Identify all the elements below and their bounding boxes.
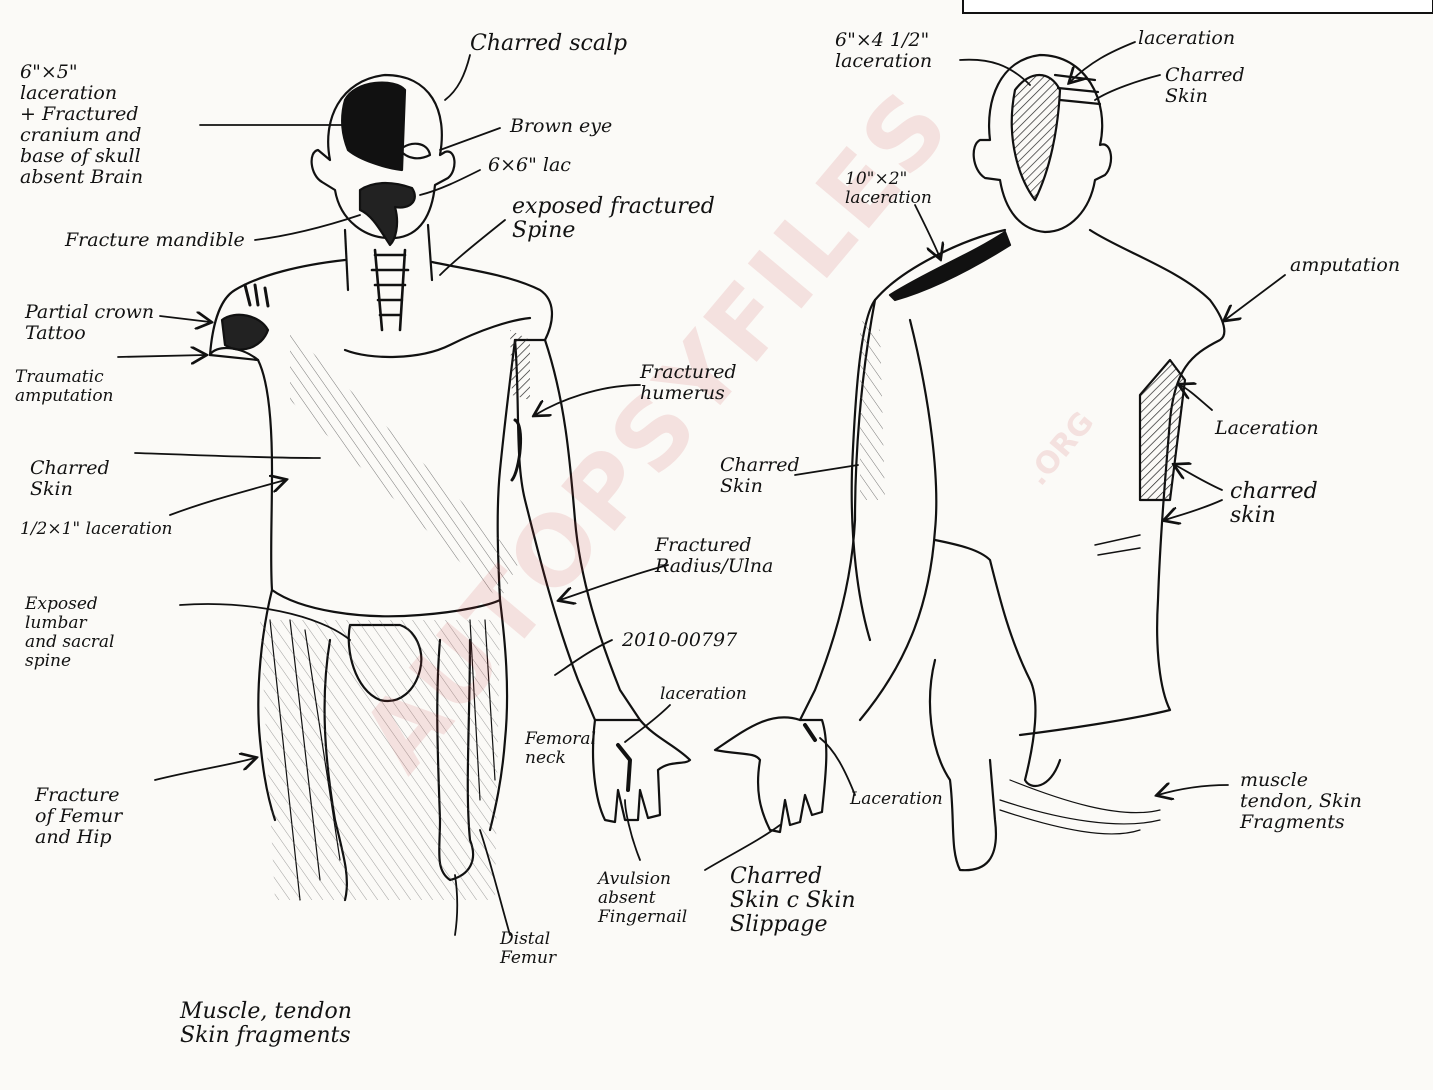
front-hand-laceration — [618, 745, 630, 790]
front-tattoo-marks — [245, 285, 268, 306]
arrow-case-number — [555, 640, 612, 675]
back-laceration-scalp — [1012, 75, 1060, 200]
label-charred-skin-front: Charred Skin — [30, 458, 110, 500]
label-fracture-mandible: Fracture mandible — [65, 230, 245, 251]
front-charred-scalp — [342, 83, 405, 170]
arrow-amputation — [118, 355, 205, 357]
arrow-laceration-6x6 — [420, 170, 480, 195]
arrow-charred-skin-arm — [795, 465, 858, 475]
front-eye — [400, 144, 430, 159]
label-laceration-top: laceration — [1138, 28, 1235, 49]
arrow-laceration-6x4 — [960, 60, 1030, 85]
label-distal-femur: Distal Femur — [500, 930, 556, 968]
label-muscle-tendon-skin-back: muscle tendon, Skin Fragments — [1240, 770, 1362, 833]
label-fracture-femur-hip: Fracture of Femur and Hip — [35, 785, 122, 848]
label-charred-skin-back: charred skin — [1230, 480, 1318, 528]
back-pelvis — [930, 540, 1060, 870]
back-lower-hatch — [1095, 535, 1140, 555]
label-traumatic-amputation: Traumatic amputation — [15, 368, 114, 406]
back-muscle-fragments — [1000, 780, 1160, 834]
back-charred-arm — [860, 320, 885, 500]
label-laceration-6x4half: 6"×4 1/2" laceration — [835, 30, 932, 72]
arrow-laceration-10x2 — [915, 205, 940, 258]
arrow-fracture-femur — [155, 758, 255, 780]
front-charred-arm — [510, 330, 530, 400]
label-avulsion-fingernail: Avulsion absent Fingernail — [598, 870, 687, 927]
label-laceration-hand: laceration — [660, 685, 747, 704]
arrow-charred-skin-back-1 — [1175, 465, 1222, 490]
back-shoulder-laceration — [890, 232, 1010, 300]
label-amputation-back: amputation — [1290, 255, 1400, 276]
label-charred-scalp: Charred scalp — [470, 32, 627, 56]
label-fractured-radius-ulna: Fractured Radius/Ulna — [655, 535, 773, 577]
label-laceration-6x6: 6×6" lac — [488, 155, 571, 176]
label-laceration-back-hand: Laceration — [850, 790, 943, 809]
front-exposed-spine — [372, 250, 408, 330]
arrow-amputation-back — [1225, 275, 1285, 320]
arrow-brown-eye — [440, 128, 500, 150]
label-charred-skin-head-back: Charred Skin — [1165, 65, 1245, 107]
front-right-hand — [593, 720, 690, 822]
label-laceration-10x2: 10"×2" laceration — [845, 170, 932, 208]
arrow-laceration-hand — [625, 705, 670, 742]
arrow-tattoo — [160, 316, 210, 322]
arrow-charred-skin-back-2 — [1165, 500, 1222, 520]
label-charred-skin-slippage: Charred Skin c Skin Slippage — [730, 865, 856, 937]
arrow-laceration-top — [1070, 42, 1135, 82]
front-clavicle-line — [345, 318, 530, 357]
arrow-laceration-half — [170, 480, 285, 515]
label-partial-crown-tattoo: Partial crown Tattoo — [25, 302, 154, 344]
label-laceration-6x5: 6"×5" laceration + Fractured cranium and… — [20, 62, 143, 188]
arrow-laceration-back — [1180, 385, 1212, 410]
label-case-number: 2010-00797 — [622, 630, 737, 651]
label-laceration-half-inch: 1/2×1" laceration — [20, 520, 173, 539]
label-femoral-neck: Femoral neck — [525, 730, 596, 768]
front-tattoo — [222, 315, 268, 350]
arrow-exposed-spine — [440, 220, 505, 275]
label-charred-skin-back-arm: Charred Skin — [720, 455, 800, 497]
label-muscle-tendon-skin-front: Muscle, tendon Skin fragments — [180, 1000, 352, 1048]
back-hand-laceration — [805, 725, 815, 740]
label-brown-eye: Brown eye — [510, 116, 612, 137]
label-exposed-lumbar: Exposed lumbar and sacral spine — [25, 595, 114, 671]
front-neck-right — [428, 225, 432, 280]
label-fractured-humerus: Fractured humerus — [640, 362, 737, 404]
label-exposed-spine: exposed fractured Spine — [512, 195, 715, 243]
back-charred-side — [1140, 360, 1185, 500]
arrow-charred-skin-front — [135, 453, 320, 458]
arrow-muscle-back — [1158, 785, 1228, 795]
arrow-charred-scalp — [445, 55, 470, 100]
arrow-femoral-neck-front — [455, 875, 457, 935]
label-laceration-back: Laceration — [1215, 418, 1319, 439]
arrow-charred-skin-head — [1095, 75, 1160, 100]
